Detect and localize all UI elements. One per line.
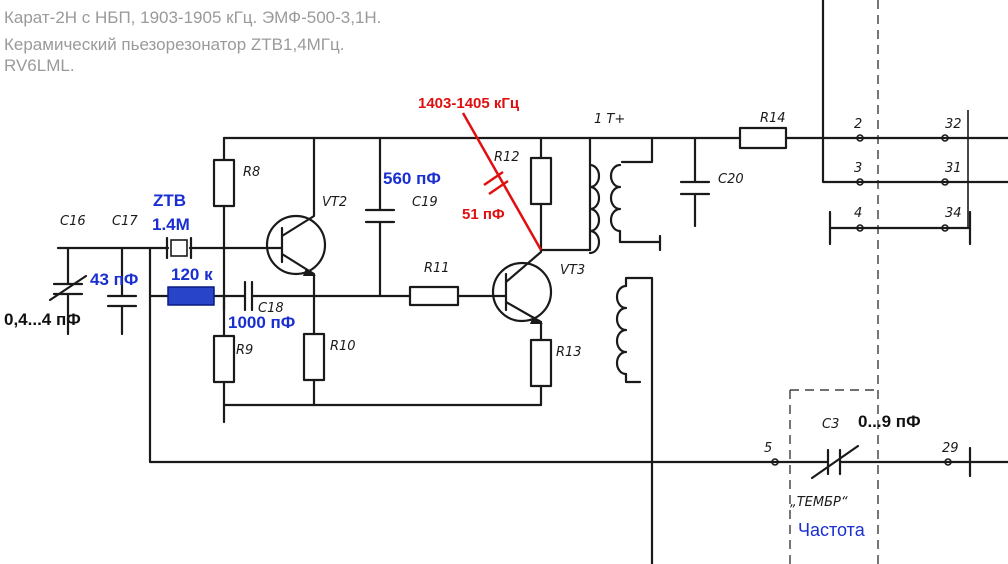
resistor-r14 (738, 126, 788, 150)
label-c20: C20 (718, 172, 744, 187)
label-c17: C17 (112, 214, 138, 229)
annotation-43pf: 43 пФ (90, 270, 139, 289)
label-timbre: „ТЕМБР“ (790, 495, 848, 510)
transformer-primary-coil (588, 163, 601, 255)
label-r13: R13 (556, 345, 582, 360)
label-c18: C18 (258, 301, 284, 316)
pin-5: 5 (764, 441, 772, 456)
pin-32: 32 (945, 117, 962, 132)
label-t1: 1 T+ (594, 112, 625, 127)
transistor-vt2 (265, 214, 327, 276)
header-line-1: Карат-2Н с НБП, 1903-1905 кГц. ЭМФ-500-3… (4, 8, 382, 27)
resistor-r8 (212, 158, 236, 208)
capacitor-c17 (106, 246, 138, 336)
label-r14: R14 (760, 111, 786, 126)
crystal-ztb (170, 239, 188, 257)
annotation-120k: 120 к (171, 265, 213, 284)
resistor-r11 (408, 285, 460, 307)
label-vt2: VT2 (322, 195, 347, 210)
pin-4: 4 (854, 206, 862, 221)
capacitor-c20 (679, 136, 711, 228)
pin-34: 34 (945, 206, 962, 221)
resistor-r13 (529, 338, 553, 388)
label-r12: R12 (494, 150, 520, 165)
annotation-ztb: ZTB (153, 191, 187, 210)
resistor-r10 (302, 332, 326, 382)
annotation-1000pf: 1000 пФ (228, 313, 296, 332)
annotation-ztb-freq: 1.4M (152, 215, 190, 234)
annotation-c16-range: 0,4...4 пФ (4, 310, 81, 329)
transistor-vt3 (491, 261, 553, 323)
red-capacitor-51pf (483, 170, 509, 196)
label-r11: R11 (424, 261, 450, 276)
pin-29: 29 (942, 441, 959, 456)
annotation-c3-range: 0...9 пФ (858, 412, 921, 431)
resistor-r12 (529, 156, 553, 206)
resistor-r9 (212, 334, 236, 384)
transformer-secondary-coil (615, 284, 628, 376)
pin-2: 2 (854, 117, 862, 132)
label-c19: C19 (412, 195, 438, 210)
label-r8: R8 (243, 165, 260, 180)
red-modification-wire (461, 112, 543, 251)
capacitor-c18 (243, 280, 254, 312)
label-c16: C16 (60, 214, 86, 229)
label-vt3: VT3 (560, 263, 585, 278)
capacitor-c16 (52, 246, 84, 336)
header-line-2: Керамический пьезорезонатор ZTB1,4МГц. (4, 35, 345, 54)
label-r10: R10 (330, 339, 356, 354)
annotation-frequency: 1403-1405 кГц (418, 95, 520, 112)
annotation-560pf: 560 пФ (383, 169, 441, 188)
pin-31: 31 (945, 161, 962, 176)
label-r9: R9 (236, 343, 253, 358)
capacitor-c3 (826, 448, 842, 476)
annotation-51pf: 51 пФ (462, 206, 505, 223)
annotation-frequency-control: Частота (798, 520, 865, 540)
label-c3: C3 (822, 417, 839, 432)
capacitor-c19 (364, 136, 396, 298)
resistor-120k (167, 286, 215, 306)
header-line-3: RV6LML. (4, 56, 75, 75)
pin-3: 3 (854, 161, 862, 176)
